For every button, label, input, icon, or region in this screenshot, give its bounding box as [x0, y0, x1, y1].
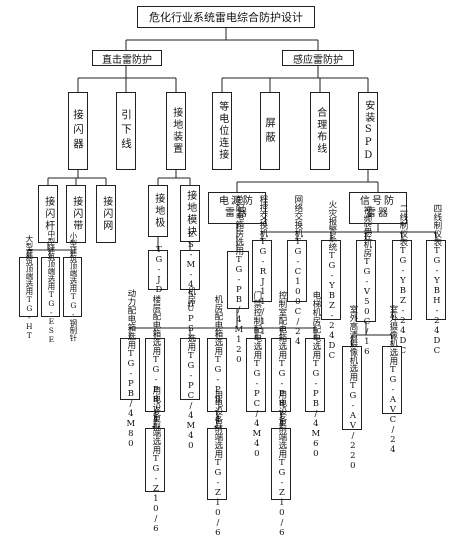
install-spd-box: 安装SPD [358, 92, 378, 170]
power-item-power-box: 动力配电箱选用TG-PB/4M80 [120, 289, 140, 449]
ground-electrode-box: 接地极 [148, 185, 168, 237]
signal-surge-protector: 信号防雷器 [349, 192, 407, 224]
air-terminal-box: 接闪器 [68, 92, 88, 170]
ground-module-box: 接地模块 [180, 185, 200, 242]
lightning-protection-diagram: 危化行业系统雷电综合防护设计 直击雷防护 感应雷防护 接闪器 引下线 接地装置 … [19, 6, 446, 538]
ground-module-model: ES-M-450 [180, 230, 200, 310]
camera-outdoor-hd: 室外高清摄像机选用TG-AV/220 [342, 305, 362, 471]
end-device-room: 用电设备前端选用TG-Z10/6 [207, 390, 227, 538]
equipotential-bonding-box: 等电位连接 [212, 92, 232, 170]
connector-lines [27, 28, 437, 428]
power-item-floor-box: 楼层配电箱选用TG-PB/4M80 [145, 295, 165, 455]
power-item-elevator-room: 电梯机房配电选用TG-PB/4M60 [305, 291, 325, 459]
power-item-access-control: 门禁控制配电选用TG-PC/4M40 [246, 291, 266, 459]
proper-wiring-box: 合理布线 [310, 92, 330, 170]
down-conductor-box: 引下线 [116, 92, 136, 170]
camera-outdoor: 室外摄像机选用TG-AVC/24 [382, 305, 402, 455]
end-device-floor: 用电设备前端选用TG-Z10/6 [145, 386, 165, 534]
rod-item-large-building: 大型建筑顶端选用TG-HT [19, 235, 38, 340]
power-item-control-room: 控制室配电箱选用TG-PB/4M60 [271, 291, 291, 459]
ground-electrode-model: TG-JD [148, 245, 168, 295]
lightning-net-box: 接闪网 [96, 185, 116, 243]
lightning-strip-box: 接闪带 [66, 185, 86, 243]
rod-item-small-building: 小型建筑顶端选用TG-钢制针 [63, 232, 82, 342]
diagram-title: 危化行业系统雷电综合防护设计 [137, 6, 315, 28]
grounding-device-box: 接地装置 [166, 92, 186, 170]
shielding-box: 屏蔽 [260, 92, 280, 170]
end-device-control-room: 用电设备前端选用TG-Z10/6 [271, 390, 291, 538]
main-distribution-box: 总配电箱房选用TG-PB/4M120 [227, 195, 249, 365]
rod-item-medium-building: 中型建筑顶端选用TG-ESE [41, 230, 60, 344]
power-surge-protector: 电源防雷器 [208, 192, 266, 224]
direct-lightning-protection: 直击雷防护 [92, 50, 162, 66]
induced-lightning-protection: 感应雷防护 [282, 50, 354, 66]
lightning-rod-box: 接闪杆 [38, 185, 58, 243]
power-item-room-box: 机房配电箱选用TG-PB/4M60 [207, 295, 227, 455]
